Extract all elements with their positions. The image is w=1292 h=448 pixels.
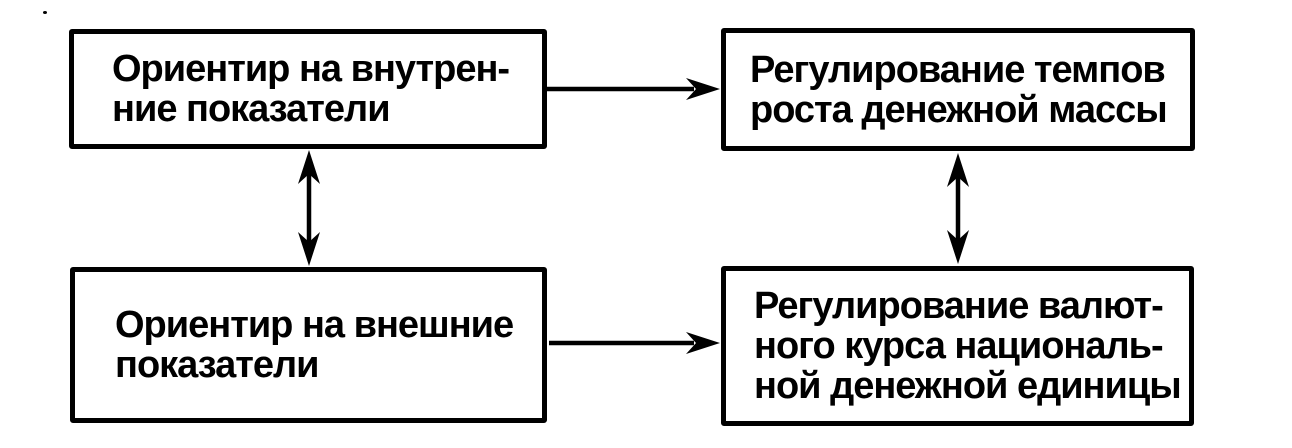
arrow-head-up-icon: [947, 153, 969, 187]
arrow-head-up-icon: [298, 150, 320, 184]
arrow-money-exchange: [947, 153, 969, 264]
arrow-head-right-icon: [686, 332, 720, 354]
arrow-head-down-icon: [298, 232, 320, 266]
arrow-head-right-icon: [686, 78, 720, 100]
arrow-head-down-icon: [947, 230, 969, 264]
box-text-line: ной денежной единицы: [754, 365, 1182, 407]
box-external-indicators: Ориентир на внешние показатели: [70, 267, 547, 423]
arrow-external-to-exchange: [549, 332, 720, 354]
box-text-line: ние показатели: [112, 88, 391, 130]
box-money-supply-growth: Регулирование темпов роста денежной масс…: [721, 28, 1195, 151]
box-text-line: Ориентир на внешние: [115, 304, 514, 346]
box-text-line: Регулирование темпов: [750, 48, 1166, 91]
box-exchange-rate-regulation: Регулирование валют- ного курса национал…: [721, 266, 1194, 426]
scan-speck: [43, 11, 47, 14]
box-text-line: Регулирование валют-: [754, 285, 1164, 327]
box-internal-indicators: Ориентир на внутрен- ние показатели: [69, 29, 547, 149]
arrow-internal-to-money: [547, 78, 720, 100]
box-text-line: ного курса националь-: [754, 325, 1164, 367]
box-text-line: роста денежной массы: [750, 88, 1168, 131]
box-text-line: Ориентир на внутрен-: [112, 48, 510, 90]
arrow-internal-external: [298, 150, 320, 266]
box-text-line: показатели: [115, 344, 320, 386]
